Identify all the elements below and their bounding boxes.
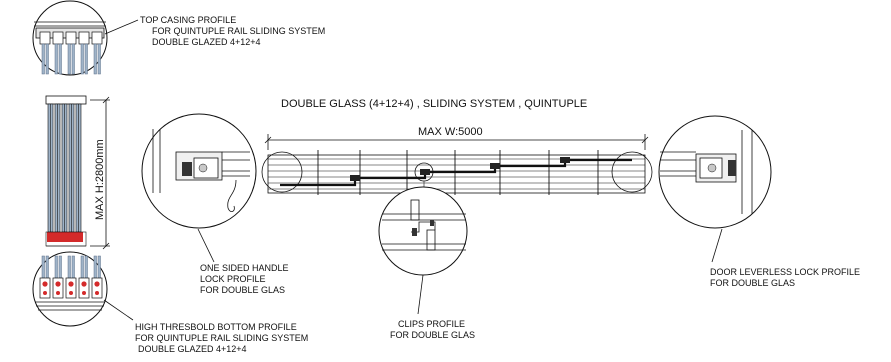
top-casing-detail xyxy=(32,0,139,76)
top-casing-line-2: FOR QUINTUPLE RAIL SLIDING SYSTEM xyxy=(152,26,326,36)
handle-lock-line-1: ONE SIDED HANDLE xyxy=(200,263,289,273)
height-dimension-label: MAX H:2800mm xyxy=(94,139,106,220)
bottom-threshold-line-3: DOUBLE GLAZED 4+12+4 xyxy=(138,344,247,354)
clips-line-2: FOR DOUBLE GLAS xyxy=(390,330,476,340)
top-casing-line-1: TOP CASING PROFILE xyxy=(140,15,237,25)
bottom-threshold-line-2: FOR QUINTUPLE RAIL SLIDING SYSTEM xyxy=(135,333,309,343)
clips-detail xyxy=(378,186,468,315)
leverless-lock-line-2: FOR DOUBLE GLAS xyxy=(710,278,796,288)
clips-line-1: CLIPS PROFILE xyxy=(398,319,466,329)
top-casing-line-3: DOUBLE GLAZED 4+12+4 xyxy=(152,37,261,47)
leverless-lock-detail xyxy=(658,115,772,263)
width-dimension-label: MAX W:5000 xyxy=(418,126,483,138)
handle-lock-detail xyxy=(141,113,257,263)
handle-lock-line-2: LOCK PROFILE xyxy=(200,274,266,284)
bottom-threshold-line-1: HIGH THRESBOLD BOTTOM PROFILE xyxy=(135,322,297,332)
plan-section xyxy=(261,134,653,195)
leverless-lock-line-1: DOOR LEVERLESS LOCK PROFILE xyxy=(710,267,861,277)
handle-lock-line-3: FOR DOUBLE GLAS xyxy=(200,285,286,295)
drawing-title: DOUBLE GLASS (4+12+4) , SLIDING SYSTEM ,… xyxy=(281,98,588,110)
bottom-threshold-detail xyxy=(32,251,134,327)
vertical-section xyxy=(45,95,110,250)
